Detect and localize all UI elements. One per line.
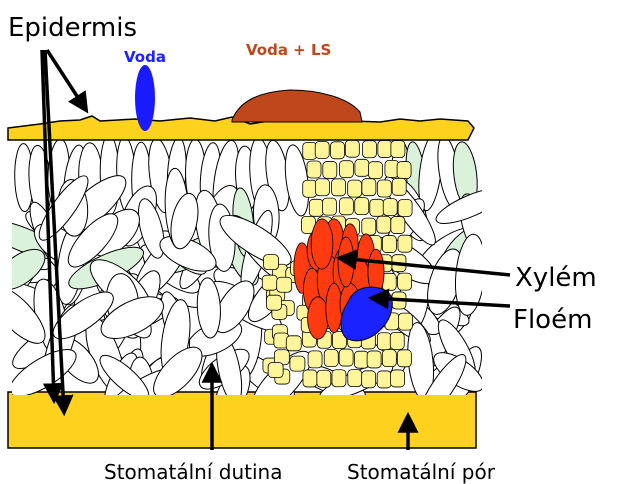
label-xylem: Xylém [515, 263, 597, 293]
parenchyma-cell [354, 351, 368, 368]
water-ls-droplet [232, 90, 362, 122]
lower-epidermis [8, 392, 476, 448]
parenchyma-cell [323, 161, 337, 178]
parenchyma-cell [397, 350, 411, 367]
xylem-vessel [308, 297, 329, 339]
parenchyma-cell [309, 199, 323, 216]
parenchyma-cell [398, 235, 412, 252]
parenchyma-cell [367, 351, 381, 368]
parenchyma-cell [303, 142, 317, 159]
parenchyma-cell [330, 142, 344, 159]
parenchyma-cell [362, 218, 376, 235]
label-epidermis: Epidermis [8, 13, 137, 43]
xylem-vessel [311, 219, 333, 269]
parenchyma-cell [391, 141, 405, 158]
parenchyma-cell [339, 161, 353, 178]
parenchyma-cell [398, 273, 412, 290]
parenchyma-cell [317, 370, 331, 387]
parenchyma-cell [308, 351, 322, 368]
label-stomatal-pore: Stomatální pór [347, 460, 496, 484]
parenchyma-cell [391, 217, 405, 234]
parenchyma-cell [397, 162, 411, 179]
parenchyma-cell [315, 179, 329, 196]
parenchyma-cell [377, 216, 391, 233]
parenchyma-cell [378, 140, 392, 157]
parenchyma-cell [332, 370, 346, 387]
parenchyma-cell [339, 198, 353, 215]
parenchyma-cell [355, 159, 369, 176]
parenchyma-cell [268, 363, 283, 378]
parenchyma-cell [303, 180, 317, 197]
parenchyma-cell [355, 198, 369, 215]
parenchyma-cell [390, 332, 404, 349]
parenchyma-cell [377, 180, 391, 197]
parenchyma-cell [382, 350, 396, 367]
water-droplet [135, 65, 155, 131]
parenchyma-cell [368, 162, 382, 179]
parenchyma-cell [382, 236, 396, 253]
label-floem: Floém [513, 305, 592, 335]
parenchyma-cell [277, 277, 292, 292]
parenchyma-cell [370, 199, 384, 216]
parenchyma-cell [264, 255, 279, 270]
parenchyma-cell [348, 370, 362, 387]
mesophyll-tissue [0, 133, 508, 427]
parenchyma-cell [377, 371, 391, 388]
arrow-epidermis-upper [47, 50, 86, 110]
parenchyma-cell [383, 199, 397, 216]
parenchyma-cell [286, 336, 301, 351]
parenchyma-cell [362, 371, 376, 388]
parenchyma-cell [339, 349, 353, 366]
parenchyma-cell [391, 370, 405, 387]
label-voda: Voda [124, 48, 166, 66]
xylem-vessel [338, 237, 354, 287]
parenchyma-cell [315, 141, 329, 158]
parenchyma-cell [266, 295, 281, 310]
parenchyma-cell [348, 180, 362, 197]
parenchyma-cell [392, 178, 406, 195]
parenchyma-cell [322, 198, 336, 215]
parenchyma-cell [398, 313, 412, 330]
parenchyma-cell [362, 179, 376, 196]
label-stomatal-cavity: Stomatální dutina [104, 460, 282, 484]
parenchyma-cell [332, 179, 346, 196]
parenchyma-cell [345, 140, 359, 157]
parenchyma-cell [290, 356, 305, 371]
label-voda-ls: Voda + LS [246, 41, 331, 59]
parenchyma-cell [262, 275, 277, 290]
parenchyma-cell [362, 141, 376, 158]
xylem-vessel [326, 283, 342, 332]
parenchyma-cell [303, 370, 317, 387]
parenchyma-cell [377, 333, 391, 350]
parenchyma-cell [324, 350, 338, 367]
parenchyma-cell [398, 199, 412, 216]
parenchyma-cell [307, 161, 321, 178]
